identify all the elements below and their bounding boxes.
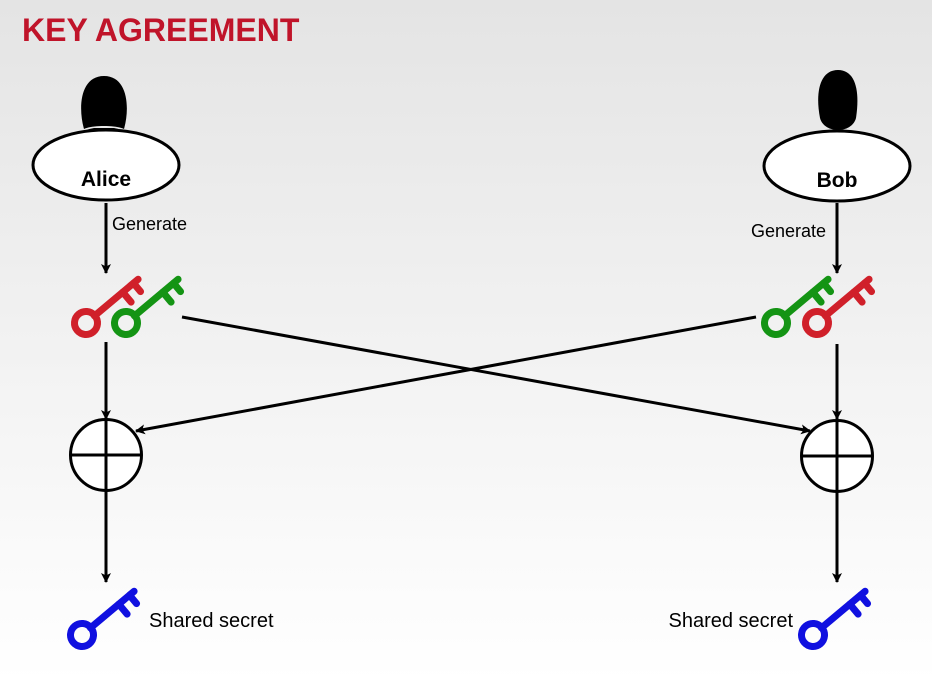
- alice-shared-secret-label: Shared secret: [149, 610, 274, 632]
- alice-combine-operator: [69, 418, 143, 492]
- page-title: KEY AGREEMENT: [22, 12, 300, 48]
- alice-avatar: Alice: [31, 76, 181, 202]
- bob-name-ellipse: [762, 129, 912, 203]
- bob-shared-secret-label: Shared secret: [668, 610, 793, 632]
- bob-avatar: Bob: [762, 70, 912, 203]
- bob-shared-secret-key-icon: [797, 582, 874, 652]
- alice-public-key-to-bob-arrow: [181, 315, 811, 435]
- alice-shared-secret-key-icon: [66, 582, 143, 652]
- bob-public-key-to-alice-arrow: [135, 315, 757, 435]
- alice-name: Alice: [81, 168, 131, 191]
- alice-generate-label: Generate: [112, 214, 187, 234]
- alice-public-key-icon: [110, 270, 187, 340]
- bob-name: Bob: [817, 169, 858, 192]
- bob-combine-operator: [800, 419, 874, 493]
- alice-name-ellipse: [31, 128, 181, 202]
- bob-generate-label: Generate: [751, 221, 826, 241]
- bob-private-key-icon: [801, 270, 878, 340]
